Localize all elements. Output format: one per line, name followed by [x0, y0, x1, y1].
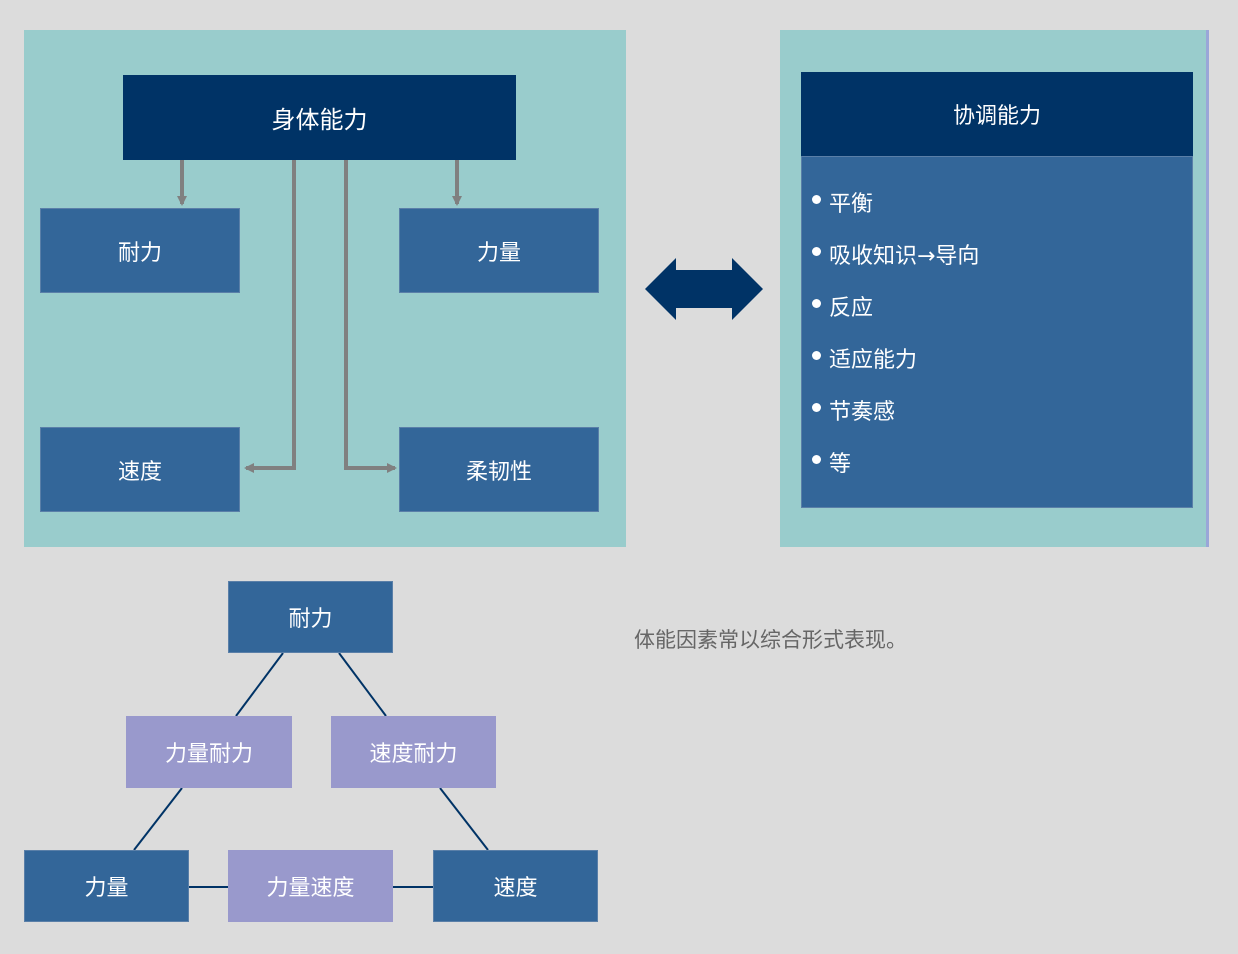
flexibility-box: 柔韧性	[399, 427, 599, 512]
combo-endurance-box: 耐力	[228, 581, 393, 653]
coordination-body	[801, 156, 1193, 508]
bullet-icon	[812, 403, 821, 412]
line-speed-endurance-speed	[439, 787, 489, 851]
list-item-label: 平衡	[829, 192, 874, 217]
arrow-to-speed	[244, 160, 296, 473]
list-item: 平衡	[808, 186, 979, 238]
list-item: 吸收知识→导向	[808, 238, 979, 290]
speed-endurance-box: 速度耐力	[331, 716, 496, 788]
bullet-icon	[812, 351, 821, 360]
list-item: 反应	[808, 290, 979, 342]
strength-box: 力量	[399, 208, 599, 293]
double-arrow-icon	[645, 258, 763, 320]
coordination-title: 协调能力	[801, 72, 1193, 156]
list-item-label: 适应能力	[829, 348, 918, 373]
line-endurance-strength-endurance	[235, 652, 284, 717]
list-item-label: 吸收知识→导向	[829, 244, 980, 269]
speed-box: 速度	[40, 427, 240, 512]
endurance-box: 耐力	[40, 208, 240, 293]
list-item-label: 反应	[829, 296, 874, 321]
combo-speed-box: 速度	[433, 850, 598, 922]
caption-text: 体能因素常以综合形式表现。	[634, 628, 907, 652]
line-strength-endurance-strength	[133, 787, 183, 851]
bullet-icon	[812, 247, 821, 256]
list-item: 节奏感	[808, 394, 979, 446]
strength-speed-box: 力量速度	[228, 850, 393, 922]
list-item: 等	[808, 446, 979, 498]
coordination-list: 平衡 吸收知识→导向 反应 适应能力 节奏感 等	[808, 186, 979, 498]
list-item: 适应能力	[808, 342, 979, 394]
physical-ability-title: 身体能力	[123, 75, 516, 160]
list-item-label: 等	[829, 452, 852, 477]
strength-endurance-box: 力量耐力	[126, 716, 292, 788]
combo-strength-box: 力量	[24, 850, 189, 922]
list-item-label: 节奏感	[829, 400, 896, 425]
bullet-icon	[812, 195, 821, 204]
line-endurance-speed-endurance	[338, 652, 387, 717]
bullet-icon	[812, 299, 821, 308]
arrow-to-flexibility	[344, 160, 397, 473]
bullet-icon	[812, 455, 821, 464]
